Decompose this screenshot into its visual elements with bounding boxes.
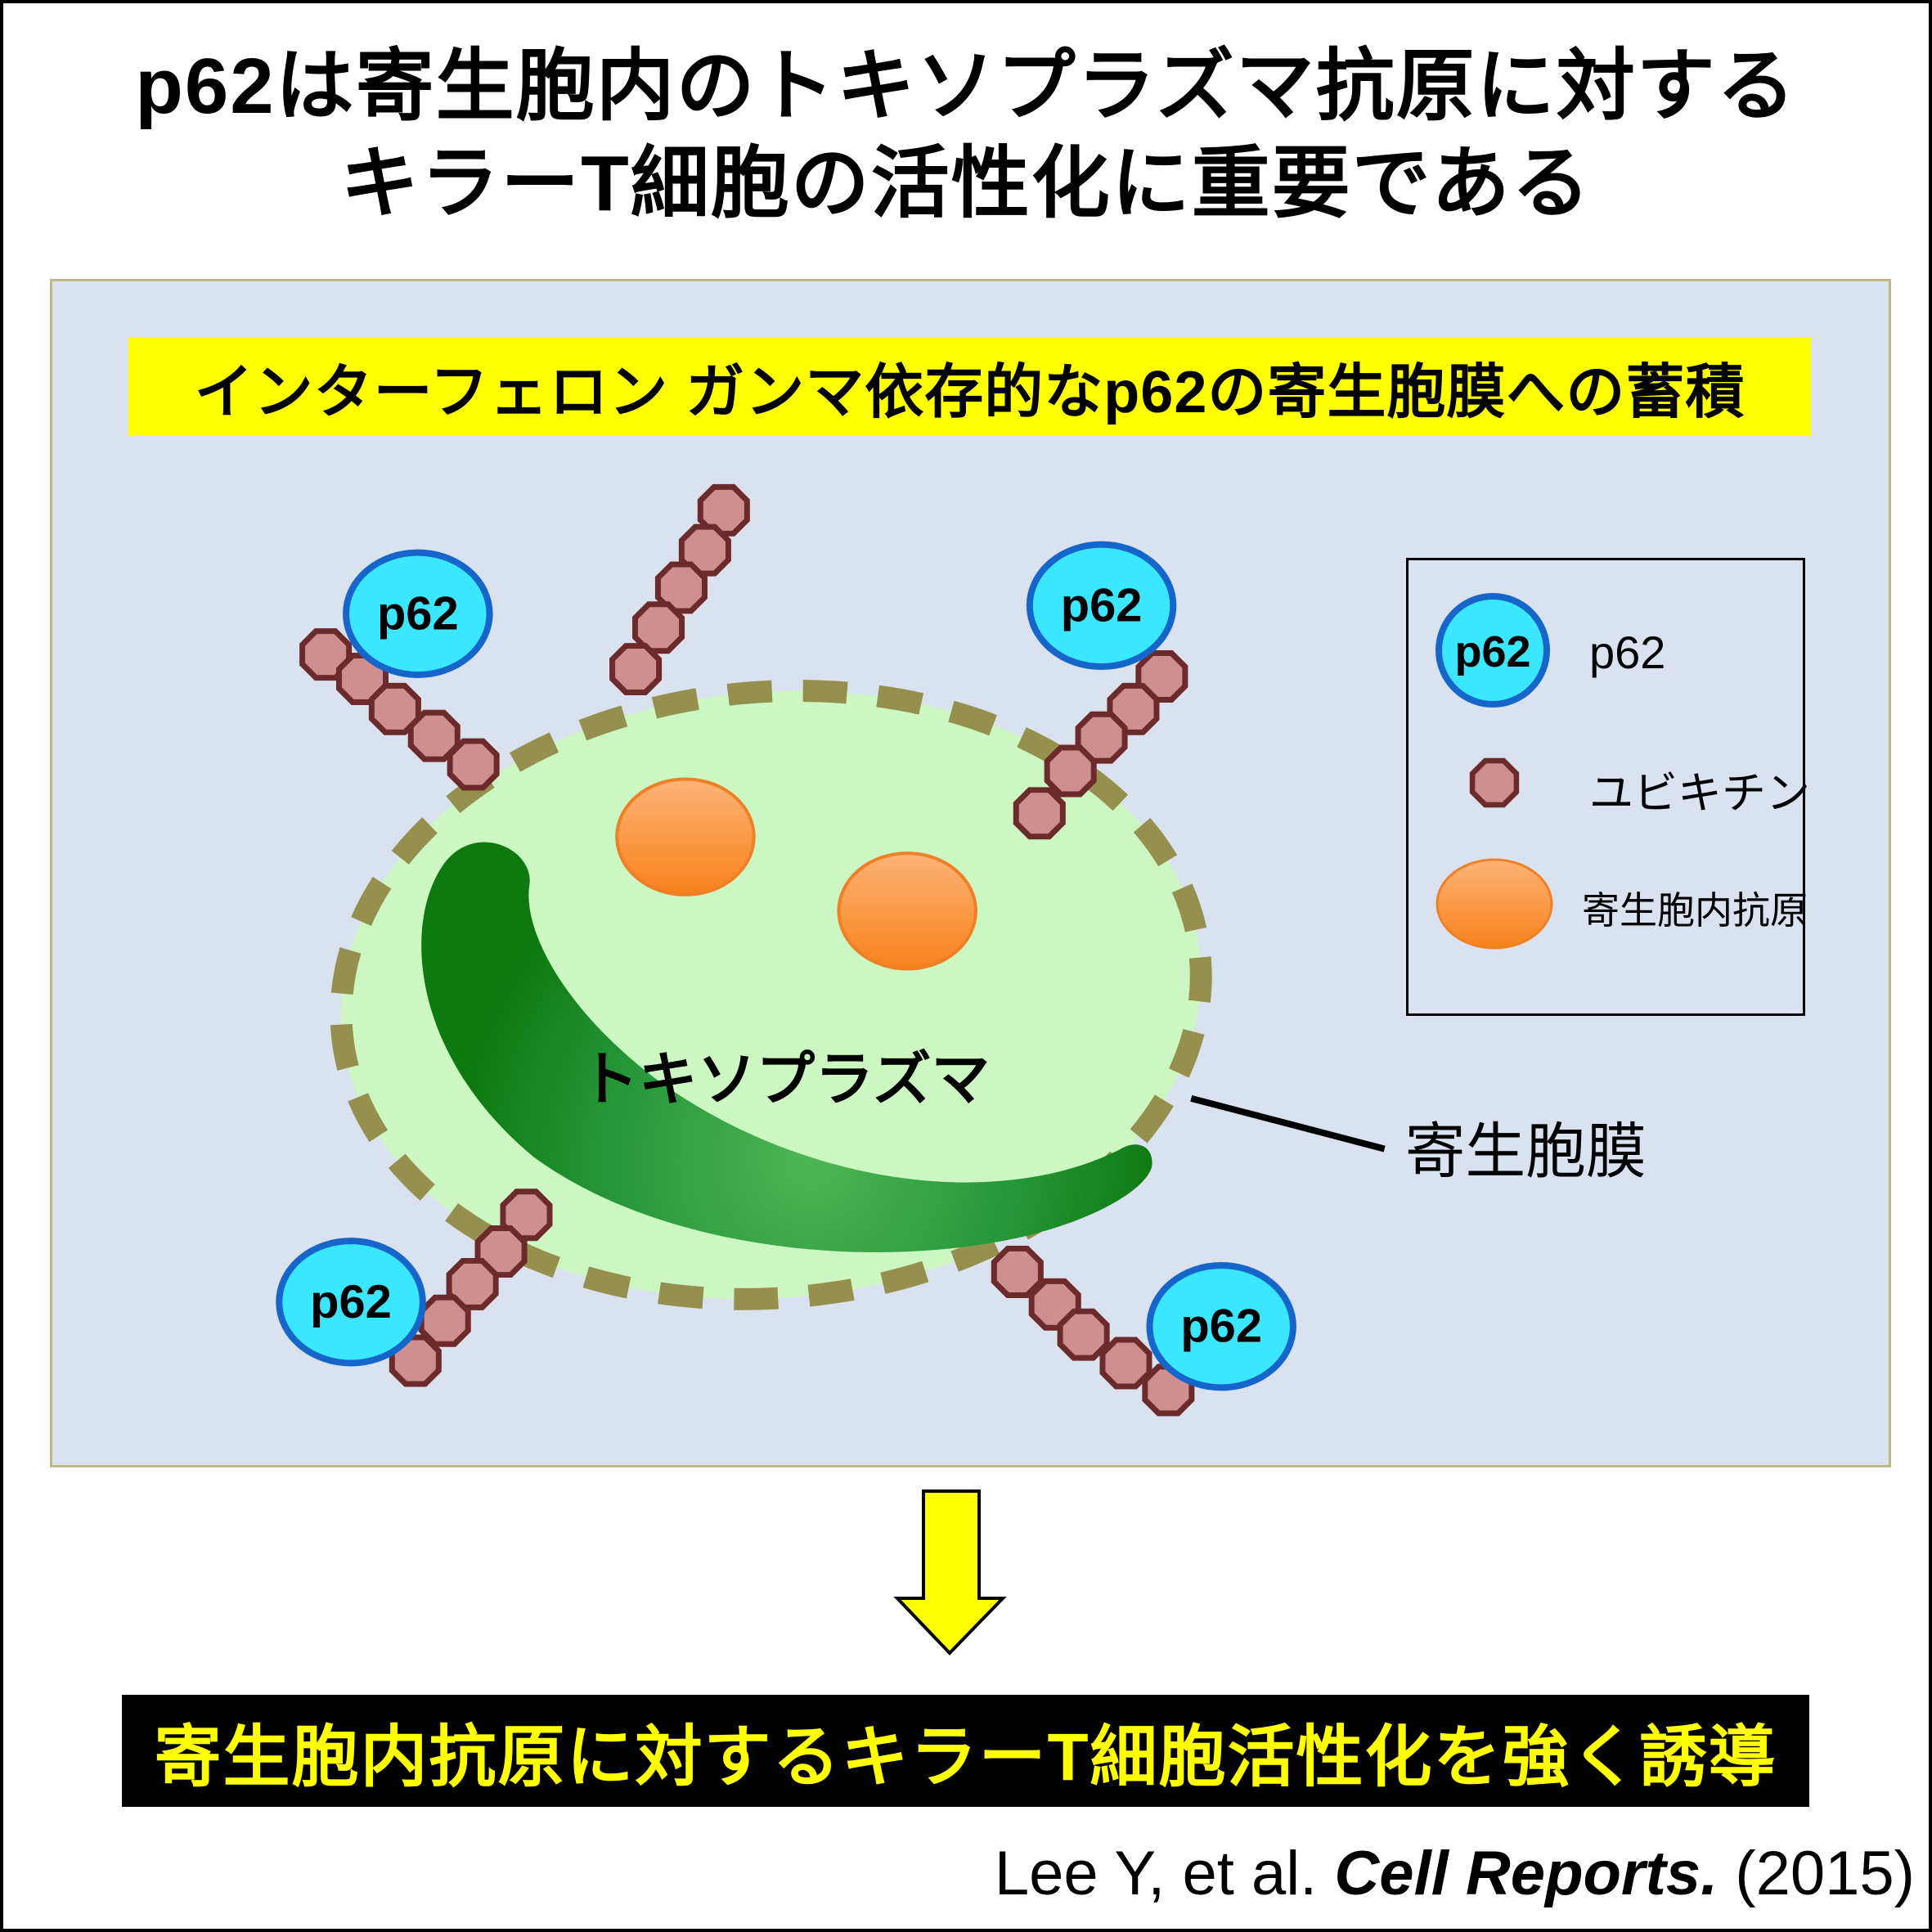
citation-year: (2015) [1718, 1839, 1915, 1908]
toxoplasma-crescent [421, 842, 1152, 1252]
p62-icon [276, 1238, 426, 1367]
ubiquitin-icon [450, 741, 496, 788]
ubiquitin-icon [613, 646, 659, 693]
citation: Lee Y, et al. Cell Reports. (2015) [995, 1838, 1915, 1909]
title-line-2: キラーT細胞の活性化に重要である [340, 140, 1592, 228]
ubiquitin-icon [994, 1248, 1040, 1295]
legend-label-p62: p62 [1589, 627, 1666, 678]
p62-badge-label: p62 [377, 587, 459, 640]
p62-badge-upper-left: p62 [343, 549, 493, 678]
down-arrow-icon [893, 1489, 1007, 1656]
p62-badge-label: p62 [310, 1276, 392, 1328]
conclusion-banner: 寄生胞内抗原に対するキラーT細胞活性化を強く誘導 [122, 1695, 1809, 1807]
p62-icon [343, 549, 493, 678]
p62-icon [1026, 541, 1177, 671]
ubiquitin-icon [1016, 790, 1063, 837]
p62-badge-lower-right: p62 [1146, 1262, 1296, 1391]
ubiquitin-icon [1060, 1311, 1107, 1358]
legend-label-antigen: 寄生胞内抗原 [1582, 889, 1808, 932]
ubiquitin-icon [1469, 757, 1520, 808]
ubiquitin-chain-top [613, 487, 748, 692]
toxoplasma-label: トキソプラズマ [580, 1047, 990, 1112]
membrane-label: 寄生胞膜 [1405, 1117, 1647, 1185]
legend: p62 p62 ユビキチン 寄生胞内抗原 [1406, 558, 1810, 1016]
banner: インターフェロン ガンマ依存的なp62の寄生胞膜への蓄積 [128, 337, 1811, 436]
citation-authors: Lee Y, et al. [994, 1839, 1335, 1908]
title-line-1: p62は寄生胞内のトキソプラズマ抗原に対する [135, 43, 1797, 130]
p62-badge-upper-right: p62 [1026, 541, 1177, 671]
p62-icon-label: p62 [1454, 627, 1530, 676]
citation-journal: Cell Reports. [1334, 1839, 1719, 1908]
antigen-icon [1436, 858, 1553, 950]
ubiquitin-icon [1047, 748, 1094, 794]
legend-label-ubiquitin: ユビキチン [1589, 769, 1810, 818]
p62-icon: p62 [1436, 593, 1550, 708]
membrane-pointer-line [1190, 1095, 1386, 1152]
diagram-panel: p62 p62 p62 p62 トキソプラズマ 寄生胞膜 インターフェロン ガン… [50, 279, 1891, 1467]
antigen-ellipse [837, 851, 977, 971]
diagram-svg: p62 p62 p62 p62 トキソプラズマ 寄生胞膜 [276, 281, 1647, 1465]
p62-badge-lower-left: p62 [276, 1238, 426, 1367]
main-title: p62は寄生胞内のトキソプラズマ抗原に対する キラーT細胞の活性化に重要である [3, 38, 1929, 232]
p62-icon [1146, 1262, 1296, 1391]
p62-badge-label: p62 [1061, 579, 1143, 631]
p62-badge-label: p62 [1180, 1301, 1262, 1353]
antigen-ellipse [615, 777, 756, 896]
